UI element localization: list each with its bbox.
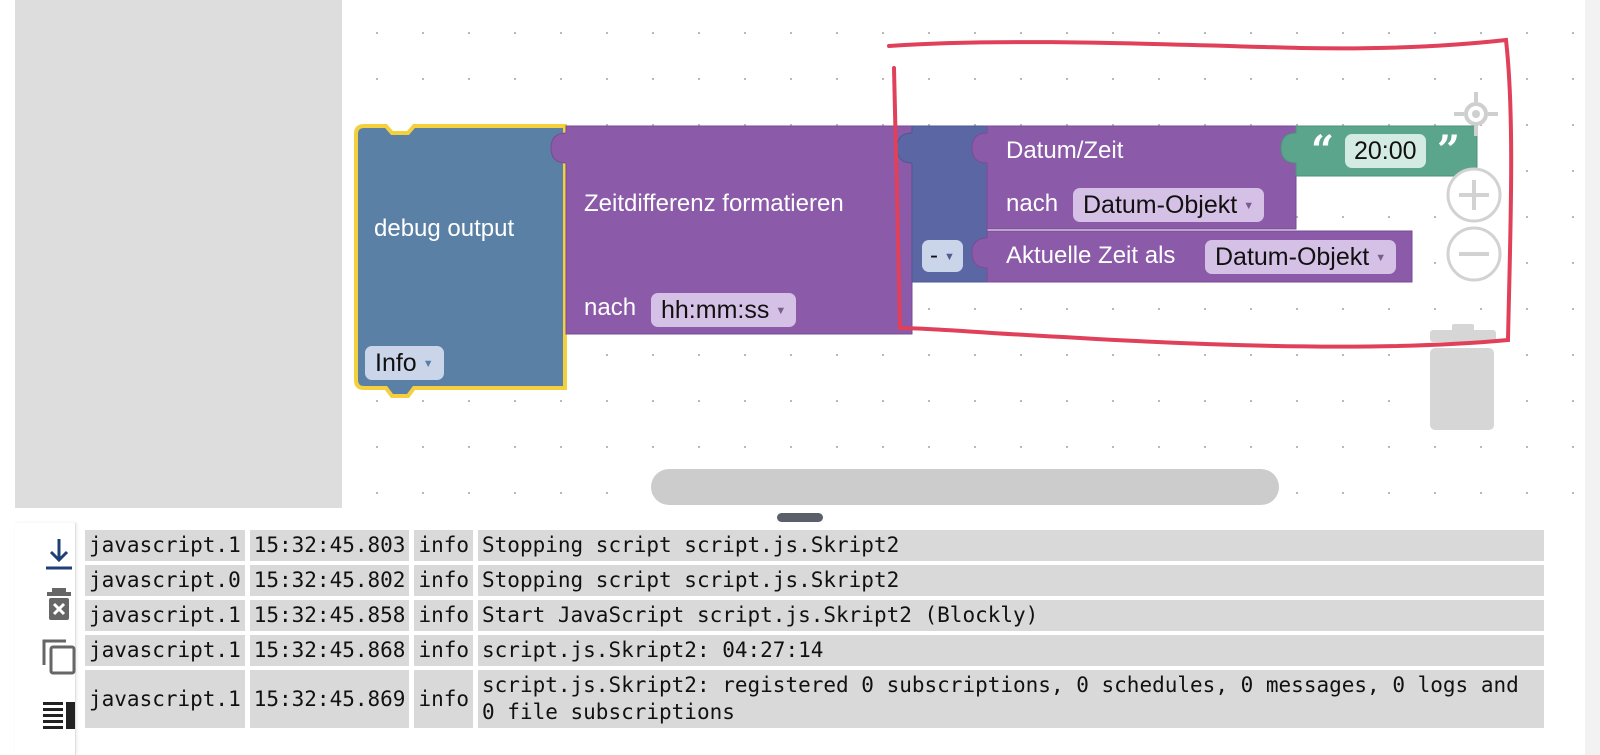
log-source: javascript.1 bbox=[85, 600, 245, 631]
log-level: info bbox=[414, 600, 474, 631]
log-message: Stopping script script.js.Skript2 bbox=[478, 565, 1545, 596]
right-edge bbox=[1585, 0, 1600, 755]
debug-level-dropdown[interactable]: Info ▼ bbox=[365, 346, 444, 380]
center-icon[interactable] bbox=[1450, 88, 1502, 140]
log-level: info bbox=[414, 635, 474, 666]
convert-target-dropdown[interactable]: Datum-Objekt ▼ bbox=[1073, 188, 1265, 222]
debug-output-block[interactable] bbox=[354, 124, 567, 398]
log-message: Start JavaScript script.js.Skript2 (Bloc… bbox=[478, 600, 1545, 631]
time-format-dropdown[interactable]: hh:mm:ss ▼ bbox=[651, 293, 797, 327]
scroll-to-bottom-icon[interactable] bbox=[40, 535, 78, 573]
panel-resize-handle[interactable] bbox=[777, 513, 823, 522]
log-source: javascript.1 bbox=[85, 530, 245, 561]
copy-icon[interactable] bbox=[40, 637, 78, 675]
toolbox-panel bbox=[15, 0, 342, 508]
log-source: javascript.0 bbox=[85, 565, 245, 596]
log-time: 15:32:45.858 bbox=[249, 600, 410, 631]
now-target-value: Datum-Objekt bbox=[1215, 243, 1370, 271]
time-format-value: hh:mm:ss bbox=[661, 296, 770, 324]
log-level: info bbox=[414, 565, 474, 596]
time-diff-nach-label: nach bbox=[584, 294, 637, 321]
debug-level-value: Info bbox=[375, 349, 417, 377]
table-row: javascript.0 15:32:45.802 info Stopping … bbox=[85, 565, 1545, 596]
text-value-field[interactable]: 20:00 bbox=[1345, 134, 1426, 168]
clear-log-icon[interactable] bbox=[40, 585, 78, 623]
debug-output-label: debug output bbox=[374, 215, 515, 242]
log-source: javascript.1 bbox=[85, 670, 245, 728]
workspace-horizontal-scrollbar[interactable] bbox=[651, 469, 1279, 505]
table-row: javascript.1 15:32:45.869 info script.js… bbox=[85, 670, 1545, 728]
table-row: javascript.1 15:32:45.803 info Stopping … bbox=[85, 530, 1545, 561]
chevron-down-icon: ▼ bbox=[775, 305, 787, 318]
chevron-down-icon: ▼ bbox=[1375, 252, 1387, 265]
log-time: 15:32:45.869 bbox=[249, 670, 410, 728]
log-level: info bbox=[414, 530, 474, 561]
time-diff-block[interactable] bbox=[550, 125, 913, 335]
chevron-down-icon: ▼ bbox=[422, 358, 434, 371]
zoom-out-icon[interactable] bbox=[1444, 224, 1504, 284]
log-message: script.js.Skript2: 04:27:14 bbox=[478, 635, 1545, 666]
table-row: javascript.1 15:32:45.868 info script.js… bbox=[85, 635, 1545, 666]
log-time: 15:32:45.868 bbox=[249, 635, 410, 666]
log-table: javascript.1 15:32:45.803 info Stopping … bbox=[80, 526, 1549, 732]
chevron-down-icon: ▼ bbox=[1243, 200, 1255, 213]
log-message: script.js.Skript2: registered 0 subscrip… bbox=[478, 670, 1545, 728]
now-target-dropdown[interactable]: Datum-Objekt ▼ bbox=[1205, 240, 1397, 274]
date-convert-nach-label: nach bbox=[1006, 190, 1059, 217]
convert-target-value: Datum-Objekt bbox=[1083, 191, 1238, 219]
log-message: Stopping script script.js.Skript2 bbox=[478, 530, 1545, 561]
table-row: javascript.1 15:32:45.858 info Start Jav… bbox=[85, 600, 1545, 631]
trash-icon[interactable] bbox=[1424, 324, 1504, 432]
operator-value: - bbox=[930, 242, 938, 269]
open-quote-icon: “ bbox=[1311, 127, 1335, 174]
time-diff-label: Zeitdifferenz formatieren bbox=[584, 190, 844, 217]
log-time: 15:32:45.802 bbox=[249, 565, 410, 596]
zoom-in-icon[interactable] bbox=[1444, 165, 1504, 225]
details-icon[interactable] bbox=[40, 695, 78, 733]
log-level: info bbox=[414, 670, 474, 728]
log-source: javascript.1 bbox=[85, 635, 245, 666]
log-time: 15:32:45.803 bbox=[249, 530, 410, 561]
operator-dropdown[interactable]: -▼ bbox=[922, 240, 963, 272]
chevron-down-icon: ▼ bbox=[944, 250, 955, 263]
date-convert-label: Datum/Zeit bbox=[1006, 137, 1124, 164]
log-toolbar bbox=[15, 523, 76, 755]
current-time-label: Aktuelle Zeit als bbox=[1006, 242, 1176, 269]
